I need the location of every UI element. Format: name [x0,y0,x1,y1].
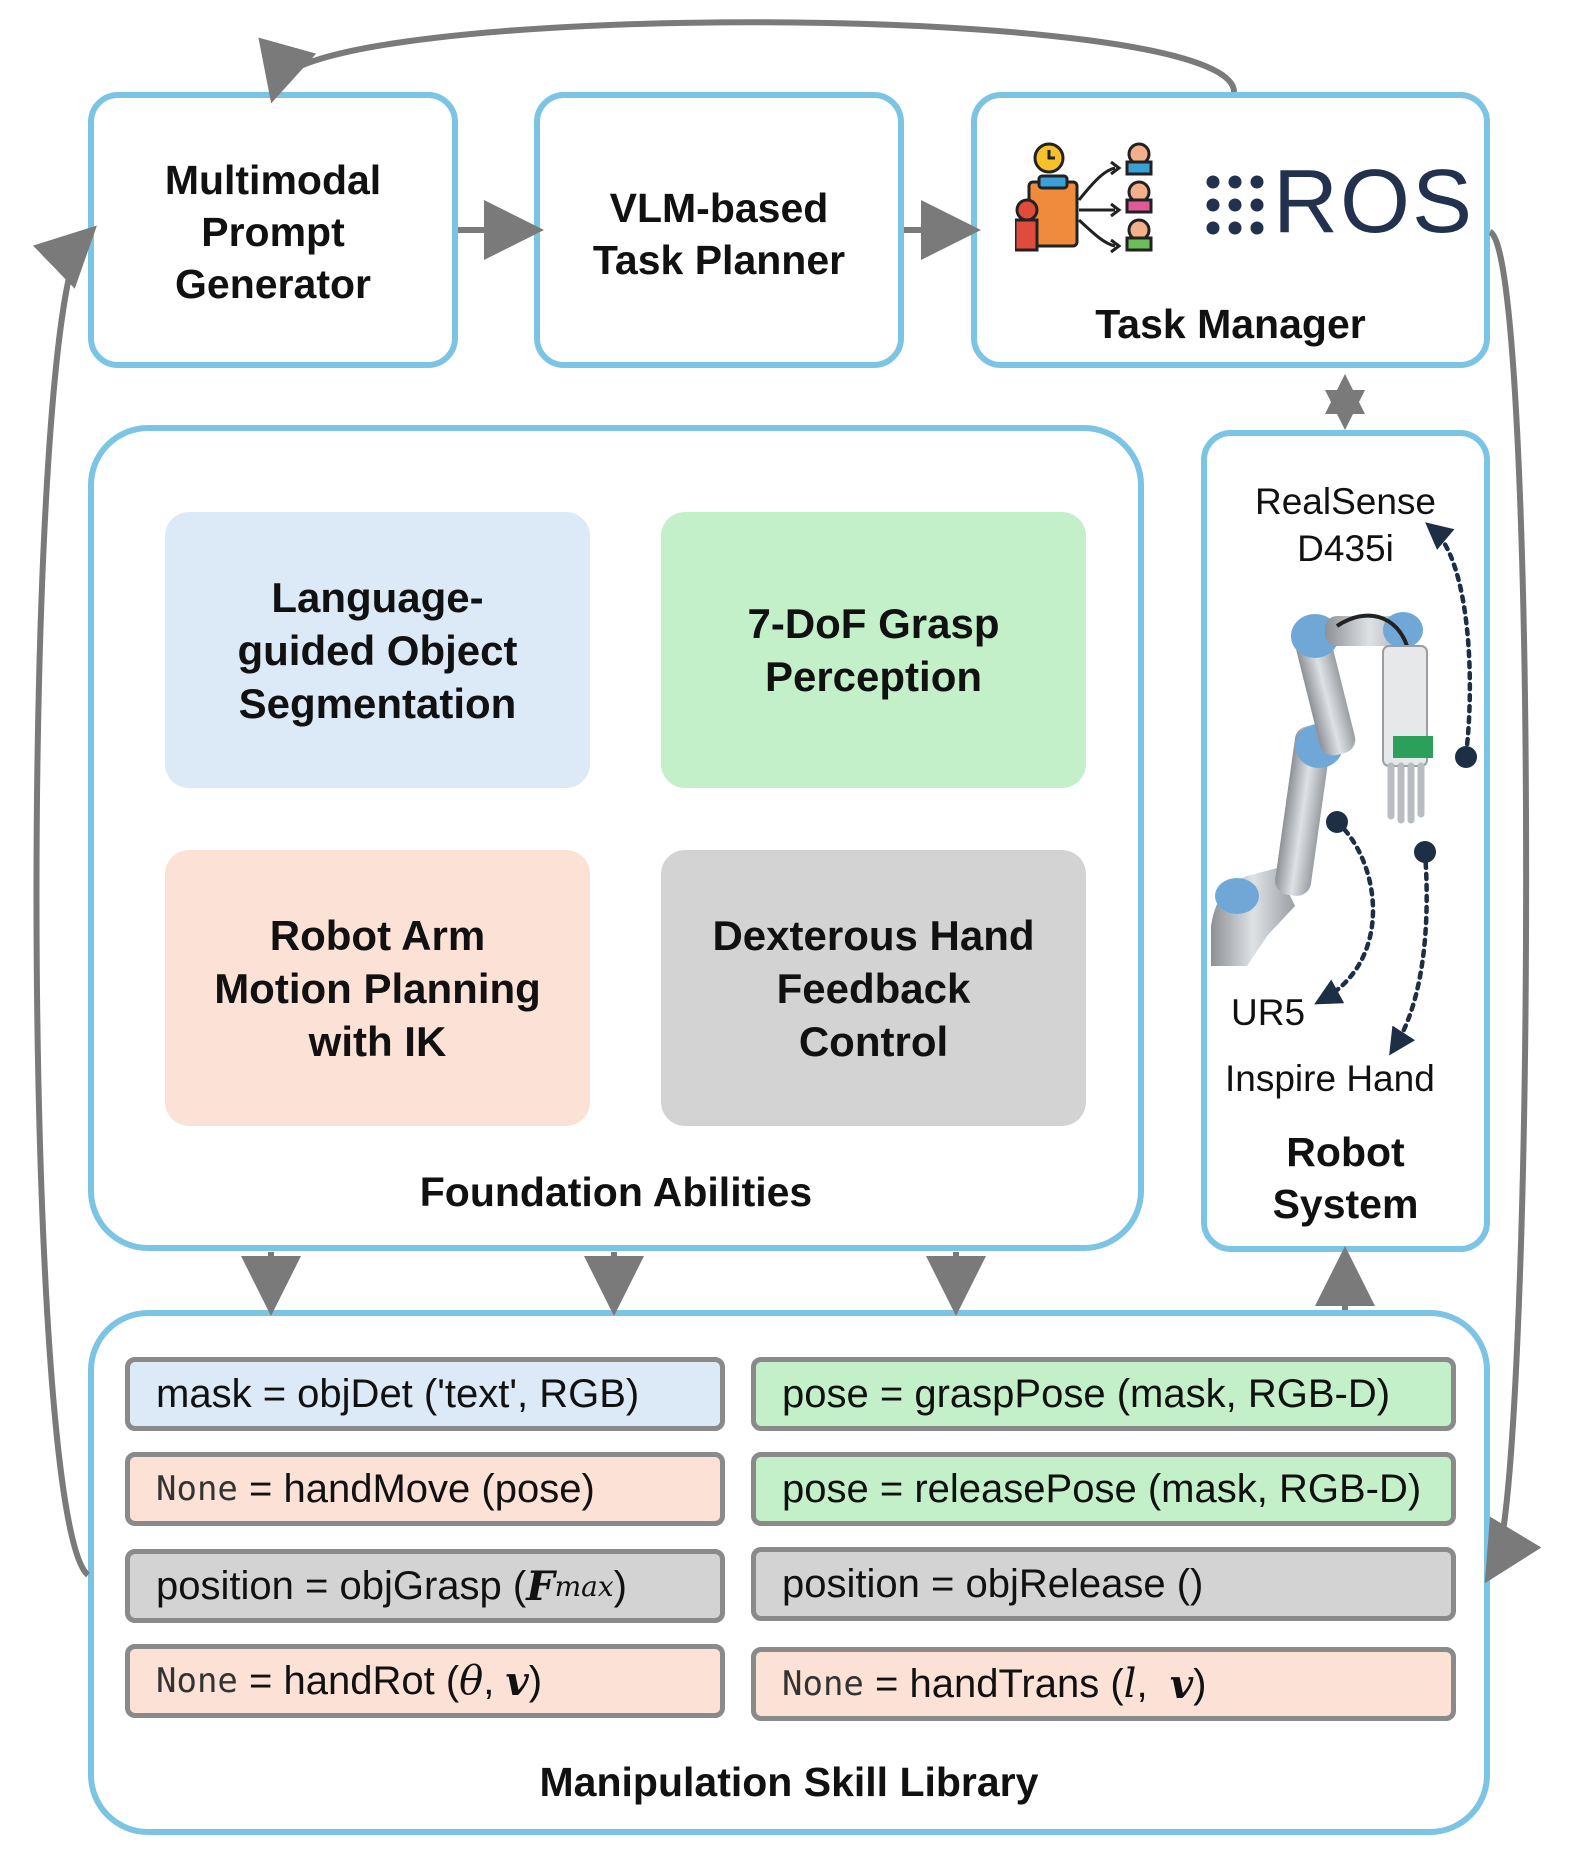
robot-system-box: RealSense D435i UR5 Inspire Hand Robot S… [1201,430,1490,1252]
ros-logo-text: ROS [1273,152,1475,252]
skill-library-title: Manipulation Skill Library [539,1759,1039,1805]
ability-motion-planning: Robot Arm Motion Planning with IK [165,850,590,1126]
robot-system-title: Robot System [1272,1129,1419,1227]
skill-obj-release: position = objRelease () [751,1547,1456,1621]
ability-hand-feedback-control: Dexterous Hand Feedback Control [661,850,1086,1126]
skill-arg-symbol: F [526,1562,555,1610]
skill-function: handTrans [909,1661,1100,1706]
skill-args: () [1176,1561,1204,1606]
skill-output: None [782,1664,864,1704]
camera-label: RealSense D435i [1254,481,1436,569]
task-manager-box: ROS Task Manager [971,92,1490,368]
skill-output: position [782,1561,920,1606]
ability-grasp-perception: 7-DoF Grasp Perception [661,512,1086,788]
skill-output: mask [156,1371,252,1416]
skill-args: (pose) [481,1466,595,1511]
task-assignment-icon [1015,142,1153,254]
pointer-arm [1314,819,1376,1005]
hand-label: Inspire Hand [1225,1058,1435,1099]
skill-obj-det: mask = objDet ('text', RGB) [125,1357,725,1431]
skill-output: pose [782,1371,869,1416]
ability-label: Language- guided Object Segmentation [237,573,518,727]
skill-output: pose [782,1466,869,1511]
skill-function: objGrasp [339,1563,502,1608]
prompt-generator-box: Multimodal Prompt Generator [88,92,458,368]
arrow-manager-to-skills [1484,229,1542,1584]
pointer-camera [1425,522,1473,758]
skill-function: releasePose [914,1466,1137,1511]
ability-label: Robot Arm Motion Planning with IK [214,911,541,1065]
pointer-hand-dot [1414,841,1436,863]
ability-label: 7-DoF Grasp Perception [747,600,1000,700]
skill-output: position [156,1563,294,1608]
ability-object-segmentation: Language- guided Object Segmentation [165,512,590,788]
skill-release-pose: pose = releasePose (mask, RGB-D) [751,1452,1456,1526]
skill-hand-move: None = handMove (pose) [125,1452,725,1526]
skill-output: None [156,1469,238,1509]
skill-args: (mask, RGB-D) [1116,1371,1391,1416]
skill-arg-1: l [1123,1661,1137,1707]
prompt-generator-title: Multimodal Prompt Generator [164,157,382,307]
ros-logo-dots-icon [1206,175,1264,235]
skill-function: handMove [283,1466,471,1511]
pointer-camera-dot [1455,746,1477,768]
arrow-skills-to-prompt [33,225,97,1578]
arm-label: UR5 [1231,992,1306,1033]
skill-output: None [156,1661,238,1701]
skill-args: ('text', RGB) [423,1371,640,1416]
robot-arm-image [1211,612,1433,966]
skill-arg-2: v [1169,1660,1194,1708]
pointer-arm-dot [1326,811,1348,833]
arrow-manager-to-prompt [258,19,1237,104]
skill-args: (mask, RGB-D) [1147,1466,1422,1511]
skill-hand-rot: None = handRot (θ, v) [125,1644,725,1718]
skill-function: handRot [283,1658,435,1703]
task-planner-title: VLM-based Task Planner [592,185,846,283]
skill-arg-2: v [505,1657,529,1705]
skill-hand-trans: None = handTrans (l, v) [751,1647,1456,1721]
foundation-abilities-title: Foundation Abilities [419,1169,813,1215]
skill-function: graspPose [914,1371,1106,1416]
pointer-hand [1389,849,1429,1056]
skill-function: objRelease [965,1561,1166,1606]
skill-arg-subscript: max [554,1569,614,1603]
ability-label: Dexterous Hand Feedback Control [712,911,1035,1065]
task-manager-title: Task Manager [1095,301,1366,347]
skill-grasp-pose: pose = graspPose (mask, RGB-D) [751,1357,1456,1431]
skill-function: objDet [297,1371,413,1416]
skill-arg-1: θ [459,1658,484,1704]
